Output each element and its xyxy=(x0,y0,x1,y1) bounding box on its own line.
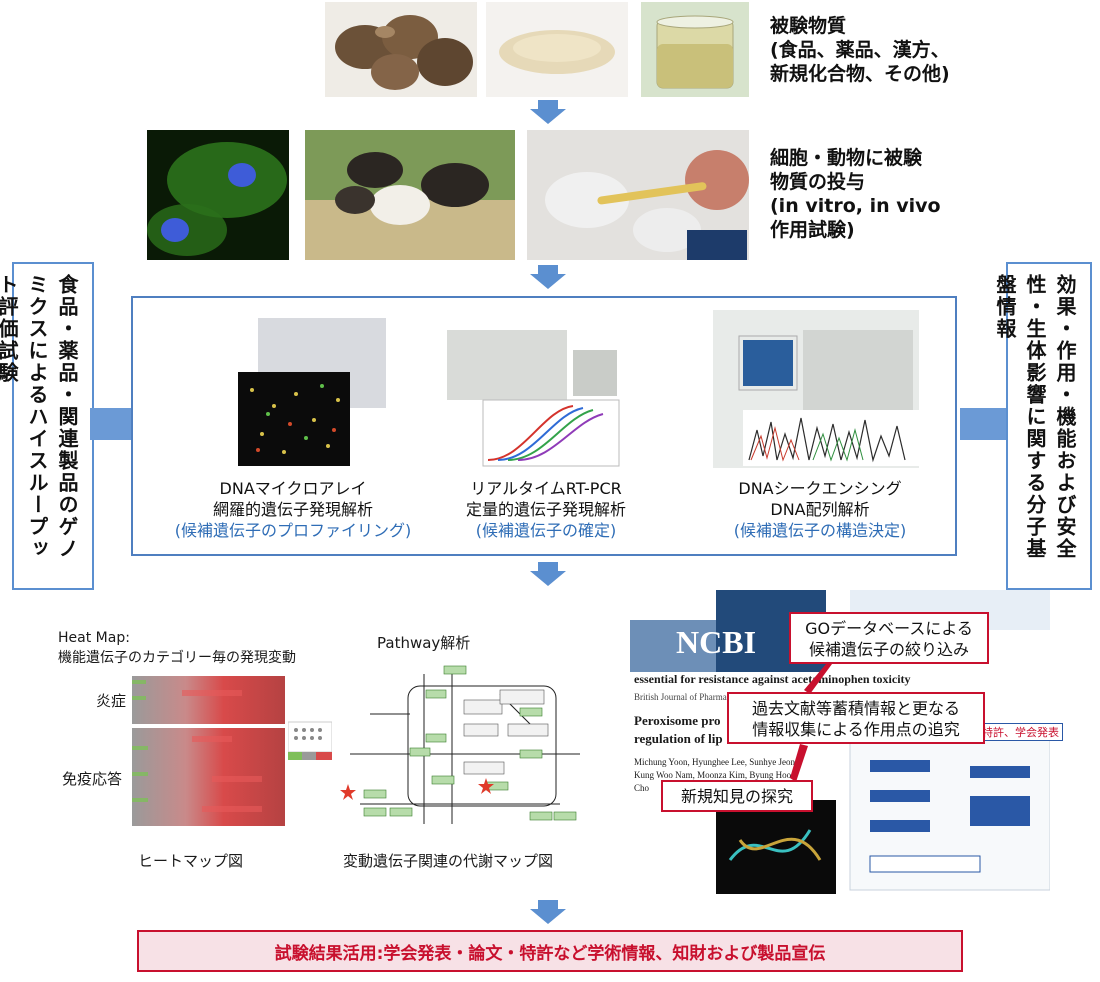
photo-monkey-dosing xyxy=(527,130,749,260)
callout-new-findings: 新規知見の探究 xyxy=(661,780,813,812)
heatmap-legend xyxy=(287,712,333,764)
ncbi-logo: NCBI xyxy=(676,624,757,660)
left-side-text: 食品・薬品・関連製品のゲノミクスによるハイスループット評価試験 xyxy=(0,274,82,580)
method-sub: 定量的遺伝子発現解析 xyxy=(465,500,626,519)
test-substance-label: 被験物質 (食品、薬品、漢方、 新規化合物、その他) xyxy=(770,14,1000,86)
callout-new-findings-text: 新規知見の探究 xyxy=(680,787,793,806)
photo-liquid-glass xyxy=(641,2,749,97)
photo-microarray xyxy=(218,310,390,468)
heatmap-image xyxy=(132,676,285,826)
photo-herbal-roots xyxy=(325,2,477,97)
photo-fluorescent-cells xyxy=(147,130,289,260)
heatmap-title-line2: 機能遺伝子のカテゴリー毎の発現変動 xyxy=(58,650,296,666)
callout-go-database: GOデータベースによる 候補遺伝子の絞り込み xyxy=(789,612,989,664)
result-banner-text: 試験結果活用:学会発表・論文・特許など学術情報、知財および製品宣伝 xyxy=(274,943,826,964)
method-sub: 網羅的遺伝子発現解析 xyxy=(212,500,373,519)
dosing-label: 細胞・動物に被験 物質の投与 (in vitro, in vivo 作用試験) xyxy=(770,146,1010,242)
callout-literature: 過去文献等蓄積情報と更なる 情報収集による作用点の追究 xyxy=(727,692,985,744)
test-substance-line2: (食品、薬品、漢方、 xyxy=(770,39,950,61)
method-title: DNAマイクロアレイ xyxy=(219,479,367,498)
paper-headline: essential for resistance against acetami… xyxy=(634,672,964,687)
heatmap-caption: ヒートマップ図 xyxy=(138,852,244,870)
left-side-col1: 食品・薬品・関連製品のゲノミクス xyxy=(25,274,79,560)
callout-pointer-icon xyxy=(790,664,832,782)
dosing-line2: 物質の投与 xyxy=(770,171,866,193)
method-title: リアルタイムRT-PCR xyxy=(470,479,622,498)
left-side-box: 食品・薬品・関連製品のゲノミクスによるハイスループット評価試験 xyxy=(0,262,94,590)
down-arrow-icon xyxy=(530,265,566,289)
heatmap-title-line1: Heat Map: xyxy=(58,630,130,646)
callout-literature-line2: 情報収集による作用点の追究 xyxy=(752,720,960,739)
method-note: (候補遺伝子のプロファイリング) xyxy=(174,521,412,540)
heatmap-title: Heat Map: 機能遺伝子のカテゴリー毎の発現変動 xyxy=(58,628,338,668)
pathway-title: Pathway解析 xyxy=(377,634,471,652)
right-side-col2: 生体影響に関する分子基盤情報 xyxy=(993,274,1047,560)
test-substance-line3: 新規化合物、その他) xyxy=(770,63,950,85)
down-arrow-icon xyxy=(530,100,566,124)
paper-title-line1: Peroxisome pro xyxy=(634,713,721,728)
test-substance-line1: 被験物質 xyxy=(770,15,847,37)
methods-frame xyxy=(131,296,957,556)
patent-tag: 特許、学会発表 xyxy=(978,723,1063,741)
dosing-line4: 作用試験) xyxy=(770,219,855,241)
down-arrow-icon xyxy=(530,562,566,586)
photo-powder xyxy=(486,2,628,97)
left-side-col2: によるハイスループット評価試験 xyxy=(0,274,49,560)
pathway-map xyxy=(340,654,586,838)
method-rtpcr: リアルタイムRT-PCR 定量的遺伝子発現解析 (候補遺伝子の確定) xyxy=(426,478,666,541)
right-side-col1: 効果・作用・機能および安全性・ xyxy=(1023,274,1077,560)
method-sequencing: DNAシークエンシング DNA配列解析 (候補遺伝子の構造決定) xyxy=(700,478,940,541)
pathway-caption: 変動遺伝子関連の代謝マップ図 xyxy=(343,852,554,870)
right-side-box: 効果・作用・機能および安全性・生体影響に関する分子基盤情報 xyxy=(993,262,1092,590)
result-banner: 試験結果活用:学会発表・論文・特許など学術情報、知財および製品宣伝 xyxy=(137,930,963,972)
photo-rtpcr xyxy=(443,310,621,468)
paper-title-line2: regulation of lip xyxy=(634,731,723,746)
dosing-line1: 細胞・動物に被験 xyxy=(770,147,923,169)
heatmap-label-inflammation: 炎症 xyxy=(96,692,127,710)
method-microarray: DNAマイクロアレイ 網羅的遺伝子発現解析 (候補遺伝子のプロファイリング) xyxy=(150,478,436,541)
right-connector xyxy=(960,408,1006,440)
left-connector xyxy=(90,408,132,440)
down-arrow-icon xyxy=(530,900,566,924)
dosing-line3: (in vitro, in vivo xyxy=(770,195,941,217)
photo-sequencer xyxy=(713,310,919,468)
method-note: (候補遺伝子の確定) xyxy=(475,521,617,540)
heatmap-label-immune: 免疫応答 xyxy=(62,770,123,788)
journal-name: British Journal of Pharmacology xyxy=(634,692,752,702)
callout-go-line1: GOデータベースによる xyxy=(805,619,973,638)
method-title: DNAシークエンシング xyxy=(738,479,902,498)
callout-literature-line1: 過去文献等蓄積情報と更なる xyxy=(751,699,960,718)
method-note: (候補遺伝子の構造決定) xyxy=(733,521,907,540)
right-side-text: 効果・作用・機能および安全性・生体影響に関する分子基盤情報 xyxy=(990,274,1080,580)
photo-mice xyxy=(305,130,515,260)
method-sub: DNA配列解析 xyxy=(770,500,870,519)
callout-go-line2: 候補遺伝子の絞り込み xyxy=(808,640,969,659)
